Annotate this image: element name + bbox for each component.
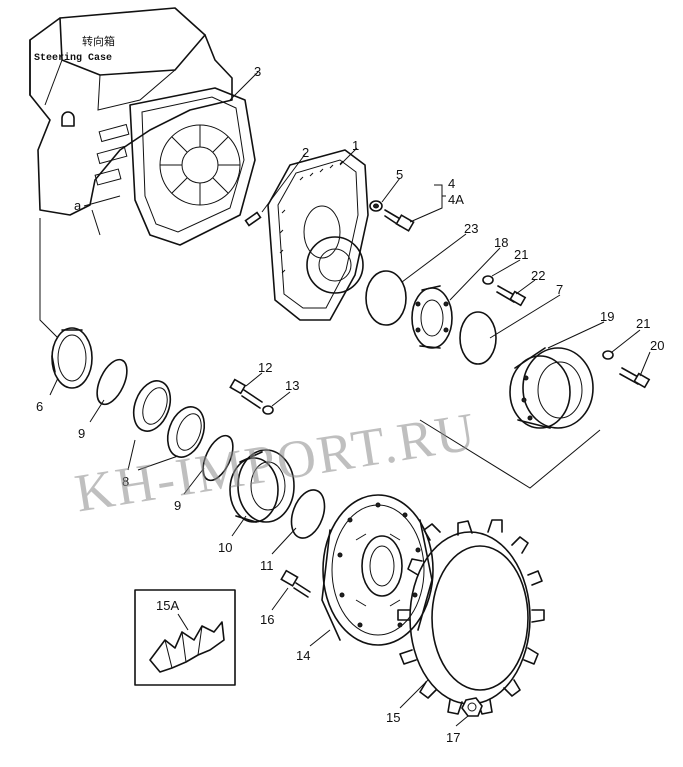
bearing-housing — [509, 347, 594, 429]
label-part-14: 14 — [296, 648, 310, 663]
case-label-chinese: 转向箱 — [82, 34, 115, 48]
segment-nut-17 — [461, 697, 483, 717]
o-ring-11 — [290, 489, 326, 539]
label-part-2: 2 — [302, 145, 309, 160]
label-part-4a: 4A — [448, 192, 464, 207]
retainer-washer — [482, 275, 494, 285]
reference-letter-a: a — [74, 198, 82, 213]
case-label-english: Steering Case — [34, 52, 112, 64]
label-part-18: 18 — [494, 235, 508, 250]
bearing-retainer — [411, 285, 453, 349]
cover-bolt — [384, 209, 415, 232]
o-ring-23 — [365, 270, 407, 326]
label-part-17: 17 — [446, 730, 460, 745]
sprocket-hub — [321, 494, 434, 646]
o-ring-9-lower — [202, 434, 234, 482]
o-ring-7 — [459, 311, 497, 365]
label-part-20: 20 — [650, 338, 664, 353]
label-part-10: 10 — [218, 540, 232, 555]
label-part-7: 7 — [556, 282, 563, 297]
label-part-3: 3 — [254, 64, 261, 79]
cover-plate — [267, 149, 369, 321]
steering-case — [29, 7, 233, 236]
inset-box — [134, 589, 236, 686]
label-part-1: 1 — [352, 138, 359, 153]
inset-label: 15A — [156, 598, 179, 613]
label-part-22: 22 — [531, 268, 545, 283]
label-part-11: 11 — [260, 558, 274, 573]
label-part-9-upper: 9 — [78, 426, 85, 441]
label-part-6: 6 — [36, 399, 43, 414]
seal-ring-6 — [51, 327, 93, 389]
retainer-bolt — [496, 285, 527, 307]
label-part-4: 4 — [448, 176, 455, 191]
label-part-8: 8 — [122, 474, 129, 489]
label-part-15: 15 — [386, 710, 400, 725]
housing-bolt — [619, 367, 651, 389]
hub-bolt-16 — [280, 569, 311, 598]
label-part-5: 5 — [396, 167, 403, 182]
bracket-line-left — [39, 218, 59, 339]
label-part-16: 16 — [260, 612, 274, 627]
seal-ring-8-upper — [132, 380, 172, 432]
leader-8 — [127, 439, 179, 471]
washer-13 — [262, 405, 274, 415]
label-part-12: 12 — [258, 360, 272, 375]
cover-washer — [369, 200, 383, 212]
label-part-23: 23 — [464, 221, 478, 236]
bolt-12 — [229, 378, 263, 409]
case-name-label: 转向箱 Steering Case — [34, 34, 115, 64]
label-part-21-upper: 21 — [514, 247, 528, 262]
leader-lines — [49, 71, 651, 727]
label-part-21-lower: 21 — [636, 316, 650, 331]
bracket-line-right — [419, 419, 601, 489]
label-part-13: 13 — [285, 378, 299, 393]
label-part-19: 19 — [600, 309, 614, 324]
reference-arrow — [83, 195, 121, 207]
case-gasket — [129, 87, 256, 246]
oil-seal-10 — [229, 449, 295, 523]
part-labels: 1 2 3 4 4A 5 6 7 8 9 9 10 11 12 13 14 15… — [36, 64, 664, 745]
dowel-pin — [244, 211, 262, 227]
label-part-9-lower: 9 — [174, 498, 181, 513]
o-ring-9-upper — [96, 358, 128, 406]
inset-leader — [177, 613, 189, 631]
housing-washer — [602, 350, 614, 360]
